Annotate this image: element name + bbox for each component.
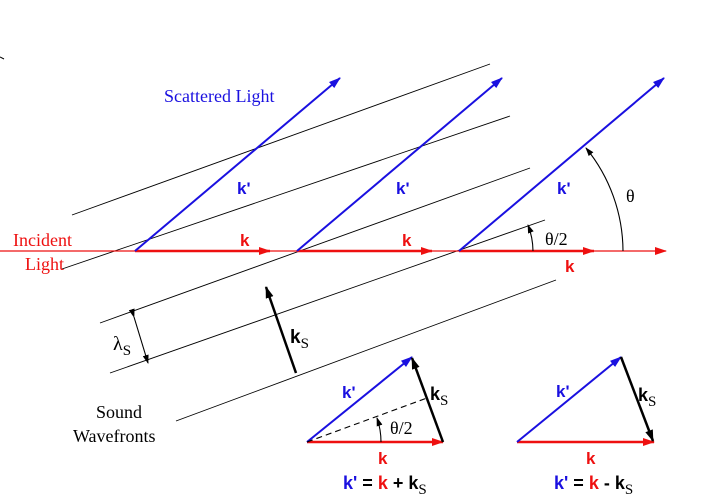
equation-ks-subscript: S <box>418 482 426 498</box>
scattered-k-prime-vector <box>134 77 341 252</box>
wavefront-line <box>175 279 557 422</box>
equation-lhs: k' <box>554 473 568 493</box>
wavefront-line <box>109 219 546 374</box>
triangle-bisector-dashed <box>306 397 428 443</box>
equation-equals: = <box>568 473 589 493</box>
wavelength-double-arrow <box>128 308 149 364</box>
wavefront-line <box>99 167 531 324</box>
theta-angle-arc <box>585 147 624 252</box>
equation-ks-subscript: S <box>625 482 633 498</box>
scattered-k-prime-vector <box>296 77 503 252</box>
equation-operator: - <box>599 473 615 493</box>
ks-symbol: k <box>638 385 649 405</box>
ks-subscript: S <box>648 394 656 410</box>
k-prime-label: k' <box>237 179 251 198</box>
triangle-theta-half-arc <box>376 417 383 443</box>
theta-label: θ <box>626 186 635 206</box>
k-label: k <box>240 231 250 250</box>
theta-half-label: θ/2 <box>545 229 568 249</box>
sound-wavefronts-label: Wavefronts <box>73 426 156 446</box>
triangle-k-prime-label: k' <box>556 382 570 401</box>
wavefront-line <box>71 63 491 216</box>
ks-label: kS <box>290 327 309 352</box>
vector-triangle-sum <box>306 356 445 446</box>
sound-wavefronts-label: Sound <box>96 402 142 422</box>
theta-half-angle-arc <box>527 224 534 252</box>
ks-subscript: S <box>301 336 309 352</box>
equation-equals: = <box>357 473 378 493</box>
scattered-light-label: Scattered Light <box>164 86 274 106</box>
triangle-theta-half-label: θ/2 <box>390 418 413 438</box>
triangle-ks-label: kS <box>430 384 448 409</box>
wavelength-label: λS <box>113 333 131 359</box>
triangle-ks-label: kS <box>638 385 656 410</box>
equation-difference: k' = k - kS <box>554 473 633 498</box>
equation-lhs: k' <box>343 473 357 493</box>
triangle-ks-vector <box>619 356 655 442</box>
equation-operator: + <box>388 473 409 493</box>
triangle-k-label: k <box>586 449 596 468</box>
triangle-k-prime-vector <box>516 356 622 443</box>
equation-k: k <box>589 473 600 493</box>
ks-subscript: S <box>440 393 448 409</box>
acoustic-ks-vector <box>264 286 298 374</box>
lambda-subscript: S <box>123 343 131 359</box>
scattered-k-prime-vector <box>458 77 665 252</box>
triangle-k-prime-vector <box>306 356 413 443</box>
ks-symbol: k <box>430 384 441 404</box>
vector-triangle-difference <box>516 356 655 446</box>
triangle-k-prime-label: k' <box>342 383 356 402</box>
triangle-ks-vector <box>410 357 445 443</box>
equation-k: k <box>378 473 389 493</box>
equation-ks: k <box>408 473 419 493</box>
corner-tick <box>0 56 5 60</box>
equation-sum: k' = k + kS <box>343 473 427 498</box>
lambda-symbol: λ <box>113 333 123 355</box>
wavefront-line <box>61 115 511 270</box>
k-prime-label: k' <box>557 179 571 198</box>
triangle-k-label: k <box>378 449 388 468</box>
k-label: k <box>565 257 575 276</box>
incident-light-label: Light <box>25 254 64 274</box>
k-label: k <box>402 231 412 250</box>
k-prime-label: k' <box>396 179 410 198</box>
ks-symbol: k <box>290 327 301 348</box>
equation-ks: k <box>615 473 626 493</box>
sound-wavefronts <box>61 63 557 422</box>
incident-light-label: Incident <box>13 230 72 250</box>
